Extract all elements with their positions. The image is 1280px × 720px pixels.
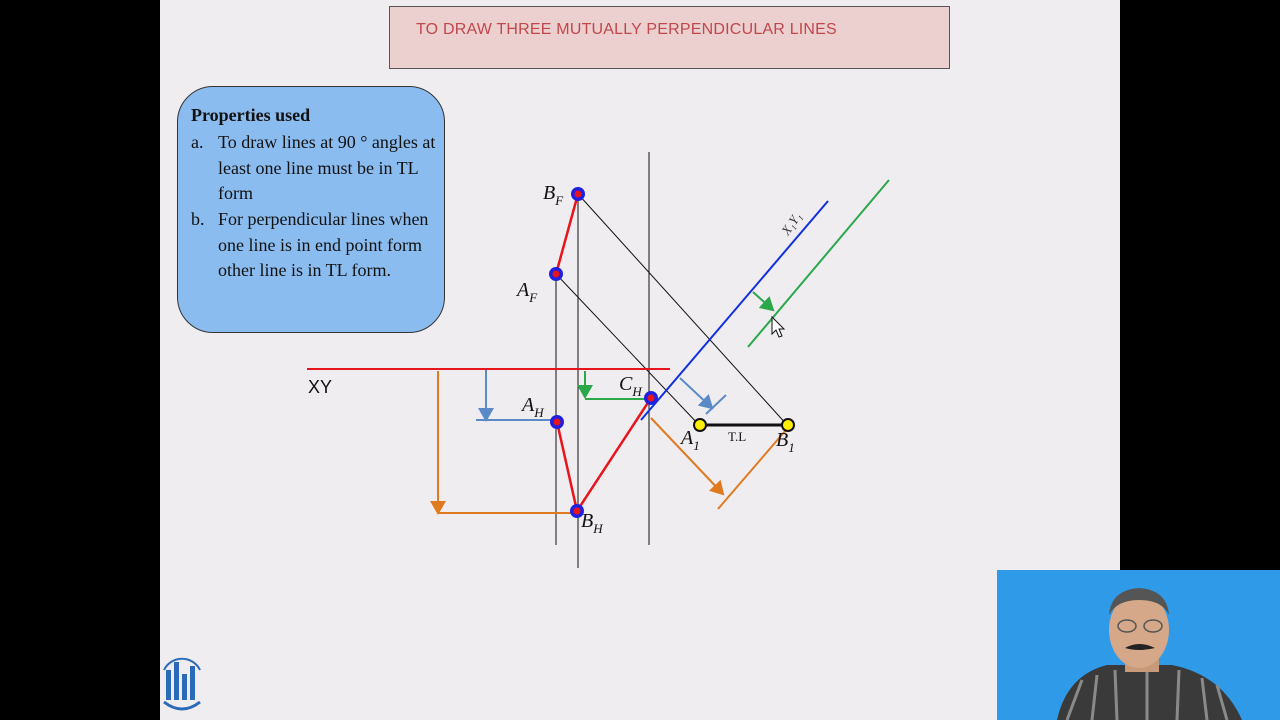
label-xy: XY — [308, 377, 332, 397]
orange-aux-down — [650, 417, 725, 496]
point-af — [549, 267, 563, 281]
property-text: To draw lines at 90 ° angles at least on… — [218, 132, 436, 203]
slide: TO DRAW THREE MUTUALLY PERPENDICULAR LIN… — [160, 0, 1120, 720]
label-b1: B1 — [776, 429, 795, 455]
title-box: TO DRAW THREE MUTUALLY PERPENDICULAR LIN… — [389, 6, 950, 69]
presenter-webcam — [997, 570, 1280, 720]
point-ch — [644, 391, 658, 405]
drawing-diagram: BF AF AH BH CH A1 B1 XY T.L X₁Y₁ — [307, 152, 890, 568]
point-ah — [550, 415, 564, 429]
institute-logo-icon — [163, 657, 201, 711]
top-view-line-bc — [575, 397, 653, 512]
point-bh — [570, 504, 584, 518]
property-marker: b. — [191, 209, 205, 229]
properties-heading: Properties used — [191, 105, 311, 125]
green-distance-arrow — [752, 291, 775, 312]
green-parallel-line — [747, 179, 890, 348]
point-a1 — [693, 418, 707, 432]
label-ch: CH — [619, 373, 642, 399]
property-marker: a. — [191, 132, 204, 152]
steel-blue-aux-marker — [679, 377, 714, 410]
label-a1: A1 — [679, 427, 700, 453]
orange-aux-up — [717, 429, 787, 510]
label-ah: AH — [520, 394, 544, 420]
aux-projector-b — [577, 193, 789, 427]
label-tl: T.L — [728, 429, 746, 444]
property-text: For perpendicular lines when one line is… — [218, 209, 429, 280]
label-bf: BF — [543, 182, 564, 208]
properties-box: Properties used a. To draw lines at 90 °… — [177, 86, 445, 333]
point-b1 — [781, 418, 795, 432]
top-view-line-ab — [555, 421, 579, 512]
slide-title: TO DRAW THREE MUTUALLY PERPENDICULAR LIN… — [416, 21, 837, 38]
point-bf — [571, 187, 585, 201]
mouse-pointer-icon — [771, 315, 786, 338]
label-af: AF — [515, 279, 538, 305]
front-view-line — [554, 193, 580, 275]
presenter-image — [997, 570, 1280, 720]
steel-blue-aux-short — [705, 394, 727, 415]
x1y1-line — [640, 200, 829, 421]
label-bh: BH — [581, 510, 603, 536]
aux-projector-a — [555, 273, 701, 427]
